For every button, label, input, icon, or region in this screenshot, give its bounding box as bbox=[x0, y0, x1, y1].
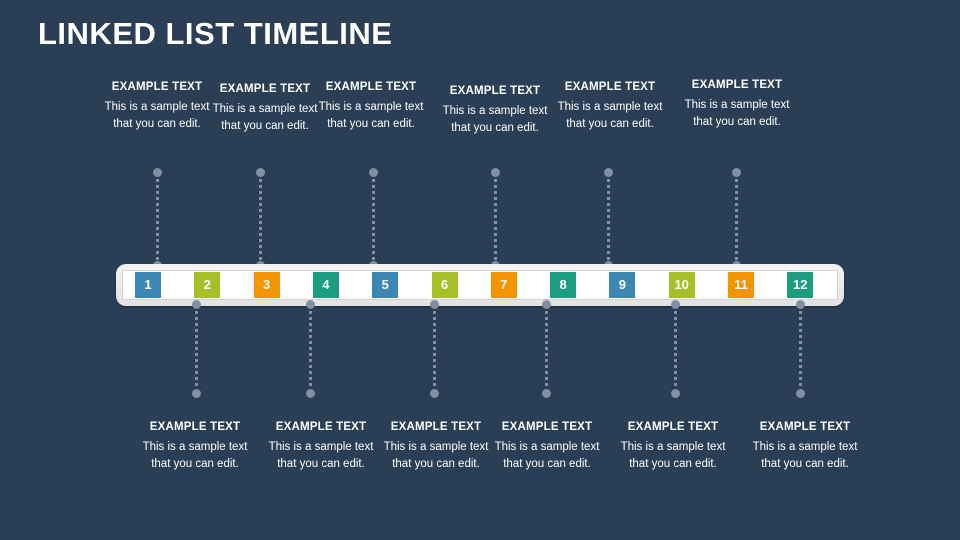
top-text-heading: EXAMPLE TEXT bbox=[111, 81, 203, 93]
connector-dot-icon bbox=[192, 389, 201, 398]
top-connector bbox=[256, 168, 265, 270]
connector-dot-icon bbox=[256, 168, 265, 177]
connector-dotted-line bbox=[156, 172, 159, 266]
connector-dotted-line bbox=[799, 304, 802, 394]
connector-dot-icon bbox=[542, 389, 551, 398]
connector-dot-icon bbox=[153, 168, 162, 177]
bottom-text-heading: EXAMPLE TEXT bbox=[627, 421, 719, 433]
bottom-text-heading: EXAMPLE TEXT bbox=[149, 421, 241, 433]
connector-dotted-line bbox=[494, 172, 497, 266]
timeline-node-1[interactable]: 1 bbox=[135, 272, 161, 298]
connector-dot-icon bbox=[369, 168, 378, 177]
page-title: LINKED LIST TIMELINE bbox=[38, 16, 393, 51]
bottom-connector bbox=[671, 300, 680, 398]
bottom-text-block: EXAMPLE TEXT This is a sample text that y… bbox=[746, 420, 864, 472]
timeline-node-3[interactable]: 3 bbox=[253, 272, 280, 298]
bottom-text-heading: EXAMPLE TEXT bbox=[759, 421, 851, 433]
top-connector bbox=[369, 168, 378, 270]
connector-dotted-line bbox=[433, 304, 436, 394]
bottom-text-block: EXAMPLE TEXT This is a sample text that y… bbox=[614, 420, 732, 472]
top-text-body: This is a sample text that you can edit. bbox=[684, 99, 790, 128]
connector-dot-icon bbox=[306, 300, 315, 309]
bottom-text-block: EXAMPLE TEXT This is a sample text that y… bbox=[262, 420, 380, 472]
top-connector bbox=[153, 168, 162, 270]
connector-dotted-line bbox=[372, 172, 375, 266]
top-text-body: This is a sample text that you can edit. bbox=[557, 101, 663, 130]
timeline-node-11[interactable]: 11 bbox=[728, 272, 754, 298]
bottom-text-heading: EXAMPLE TEXT bbox=[390, 421, 482, 433]
connector-dot-icon bbox=[491, 168, 500, 177]
top-text-heading: EXAMPLE TEXT bbox=[564, 81, 656, 93]
bottom-text-body: This is a sample text that you can edit. bbox=[268, 441, 374, 470]
bottom-connector bbox=[192, 300, 201, 398]
timeline-node-2[interactable]: 2 bbox=[194, 272, 221, 298]
bottom-text-block: EXAMPLE TEXT This is a sample text that y… bbox=[377, 420, 495, 472]
bottom-text-block: EXAMPLE TEXT This is a sample text that y… bbox=[488, 420, 606, 472]
top-text-body: This is a sample text that you can edit. bbox=[318, 101, 424, 130]
timeline-node-4[interactable]: 4 bbox=[312, 272, 339, 298]
top-text-block: EXAMPLE TEXT This is a sample text that y… bbox=[206, 82, 324, 134]
bottom-text-body: This is a sample text that you can edit. bbox=[383, 441, 489, 470]
connector-dot-icon bbox=[671, 389, 680, 398]
bottom-connector bbox=[542, 300, 551, 398]
top-connector bbox=[491, 168, 500, 270]
bottom-text-body: This is a sample text that you can edit. bbox=[752, 441, 858, 470]
connector-dot-icon bbox=[796, 389, 805, 398]
bottom-text-heading: EXAMPLE TEXT bbox=[275, 421, 367, 433]
top-text-heading: EXAMPLE TEXT bbox=[449, 85, 541, 97]
top-text-heading: EXAMPLE TEXT bbox=[325, 81, 417, 93]
connector-dotted-line bbox=[674, 304, 677, 394]
bottom-connector bbox=[430, 300, 439, 398]
top-text-block: EXAMPLE TEXT This is a sample text that y… bbox=[436, 84, 554, 136]
bottom-text-body: This is a sample text that you can edit. bbox=[494, 441, 600, 470]
timeline-node-6[interactable]: 6 bbox=[431, 272, 458, 298]
top-text-block: EXAMPLE TEXT This is a sample text that y… bbox=[312, 80, 430, 132]
top-connector bbox=[604, 168, 613, 270]
top-text-block: EXAMPLE TEXT This is a sample text that y… bbox=[551, 80, 669, 132]
connector-dot-icon bbox=[796, 300, 805, 309]
top-text-body: This is a sample text that you can edit. bbox=[104, 101, 210, 130]
connector-dot-icon bbox=[430, 300, 439, 309]
connector-dot-icon bbox=[430, 389, 439, 398]
timeline-node-8[interactable]: 8 bbox=[550, 272, 577, 298]
connector-dotted-line bbox=[195, 304, 198, 394]
bottom-connector bbox=[306, 300, 315, 398]
timeline-node-12[interactable]: 12 bbox=[787, 272, 814, 298]
connector-dotted-line bbox=[607, 172, 610, 266]
top-connector bbox=[732, 168, 741, 270]
connector-dotted-line bbox=[259, 172, 262, 266]
top-text-block: EXAMPLE TEXT This is a sample text that y… bbox=[98, 80, 216, 132]
bottom-text-body: This is a sample text that you can edit. bbox=[142, 441, 248, 470]
timeline-node-5[interactable]: 5 bbox=[372, 272, 399, 298]
timeline-node-7[interactable]: 7 bbox=[490, 272, 517, 298]
connector-dotted-line bbox=[309, 304, 312, 394]
connector-dot-icon bbox=[732, 168, 741, 177]
connector-dotted-line bbox=[735, 172, 738, 266]
bottom-connector bbox=[796, 300, 805, 398]
timeline-node-9[interactable]: 9 bbox=[609, 272, 636, 298]
bottom-text-block: EXAMPLE TEXT This is a sample text that y… bbox=[136, 420, 254, 472]
connector-dotted-line bbox=[545, 304, 548, 394]
bottom-text-heading: EXAMPLE TEXT bbox=[501, 421, 593, 433]
top-text-body: This is a sample text that you can edit. bbox=[212, 103, 318, 132]
connector-dot-icon bbox=[542, 300, 551, 309]
bottom-text-body: This is a sample text that you can edit. bbox=[620, 441, 726, 470]
top-text-block: EXAMPLE TEXT This is a sample text that y… bbox=[678, 78, 796, 130]
timeline-node-10[interactable]: 10 bbox=[668, 272, 695, 298]
top-text-heading: EXAMPLE TEXT bbox=[691, 79, 783, 91]
connector-dot-icon bbox=[306, 389, 315, 398]
top-text-body: This is a sample text that you can edit. bbox=[442, 105, 548, 134]
connector-dot-icon bbox=[604, 168, 613, 177]
top-text-heading: EXAMPLE TEXT bbox=[219, 83, 311, 95]
connector-dot-icon bbox=[192, 300, 201, 309]
connector-dot-icon bbox=[671, 300, 680, 309]
